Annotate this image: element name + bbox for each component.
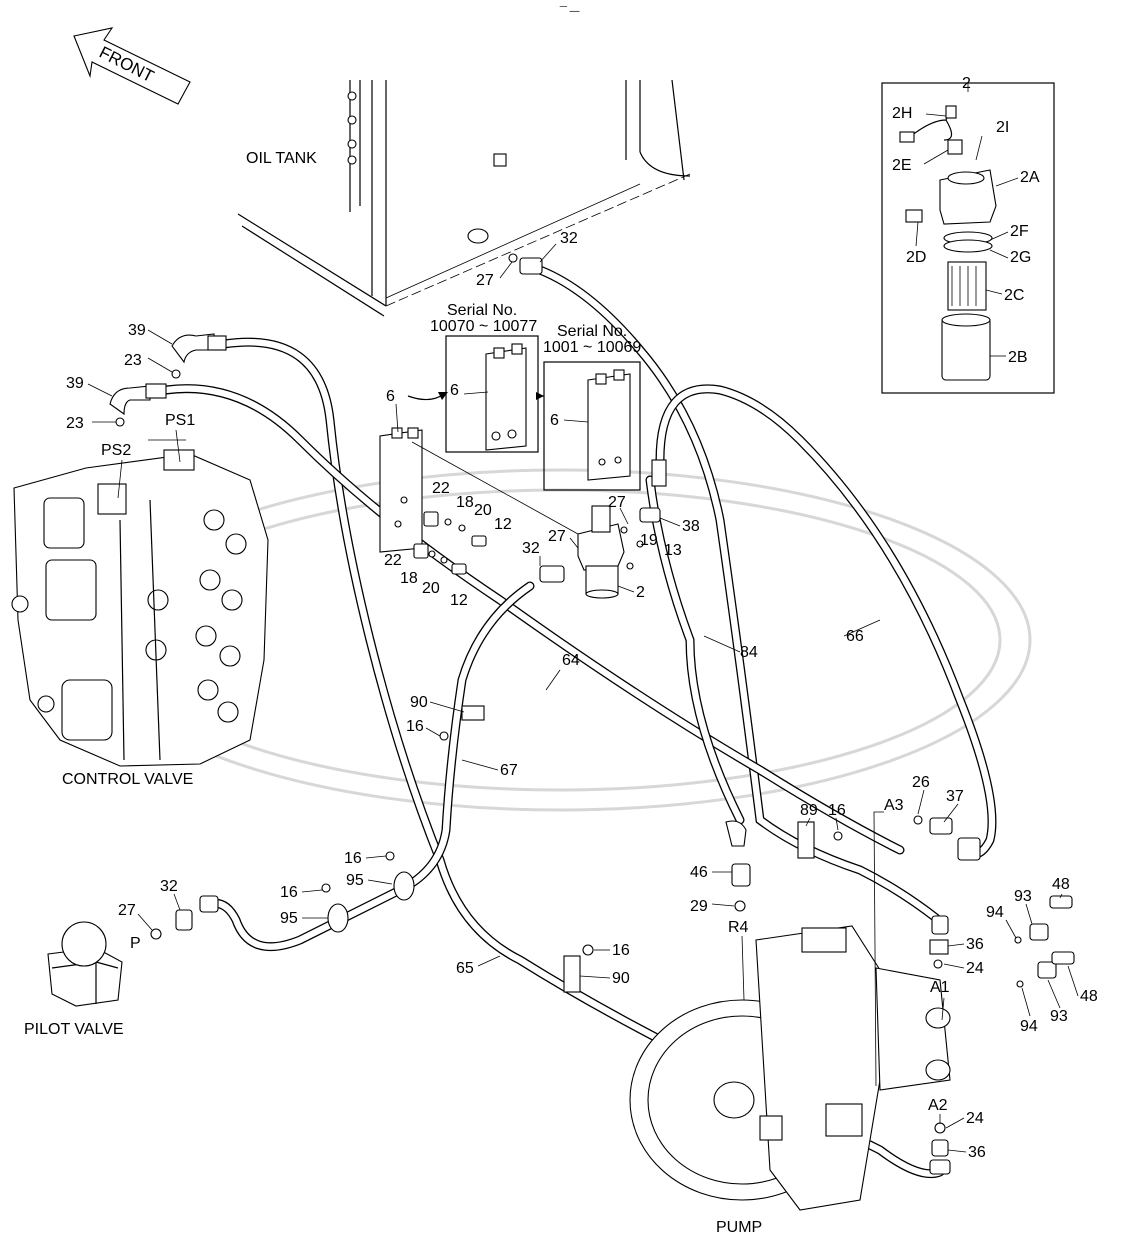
callout-32-f: 32 (522, 540, 540, 557)
control-valve-label: CONTROL VALVE (62, 771, 193, 788)
callout-16-c: 16 (344, 850, 362, 867)
callout-94-b: 94 (1020, 1018, 1038, 1035)
callout-13: 13 (664, 542, 682, 559)
callout-6-b: 6 (450, 382, 459, 399)
serial-a-range: 10070 ~ 10077 (430, 318, 537, 335)
callout-2G: 2G (1010, 249, 1031, 266)
callout-6-c: 6 (550, 412, 559, 429)
callout-2A: 2A (1020, 169, 1040, 186)
callout-19: 19 (640, 532, 658, 549)
serial-b-range: 1001 ~ 10069 (543, 339, 641, 356)
callout-2D: 2D (906, 249, 926, 266)
callout-12-b: 12 (450, 592, 468, 609)
port-a1: A1 (930, 979, 950, 996)
callout-27-f1: 27 (608, 494, 626, 511)
callout-2H: 2H (892, 105, 912, 122)
callout-37: 37 (946, 788, 964, 805)
port-a2: A2 (928, 1097, 948, 1114)
callout-2C: 2C (1004, 287, 1024, 304)
callout-2F: 2F (1010, 223, 1029, 240)
callout-2I: 2I (996, 119, 1009, 136)
clamps (321, 705, 843, 993)
callout-93-a: 93 (1014, 888, 1032, 905)
callout-24-b: 24 (966, 1110, 984, 1127)
callout-2-top: 2 (962, 75, 971, 92)
callout-36-b: 36 (968, 1144, 986, 1161)
pump-label: PUMP (716, 1219, 762, 1236)
filter-assembly (577, 505, 625, 599)
callout-24-a: 24 (966, 960, 984, 977)
fittings (109, 253, 1075, 1175)
callout-22-b: 22 (384, 552, 402, 569)
callout-48-a: 48 (1052, 876, 1070, 893)
callout-48-b: 48 (1080, 988, 1098, 1005)
callout-29: 29 (690, 898, 708, 915)
callout-46: 46 (690, 864, 708, 881)
callout-16-b: 16 (828, 802, 846, 819)
header-mark: ‾‾ — (559, 5, 579, 17)
callout-16-d: 16 (280, 884, 298, 901)
callout-94-a: 94 (986, 904, 1004, 921)
callout-16-e: 16 (612, 942, 630, 959)
callout-36-a: 36 (966, 936, 984, 953)
serial-b-title: Serial No. (557, 323, 627, 340)
callout-12-a: 12 (494, 516, 512, 533)
callout-95-a: 95 (346, 872, 364, 889)
callout-27-f2: 27 (548, 528, 566, 545)
callout-32-p: 32 (160, 878, 178, 895)
callout-16-a: 16 (406, 718, 424, 735)
callout-65: 65 (456, 960, 474, 977)
callout-90-a: 90 (410, 694, 428, 711)
callout-67: 67 (500, 762, 518, 779)
pilot-valve-label: PILOT VALVE (24, 1021, 124, 1038)
port-p: P (130, 935, 141, 952)
port-ps2: PS2 (101, 442, 131, 459)
callout-22-a: 22 (432, 480, 450, 497)
port-r4: R4 (728, 919, 749, 936)
callout-38: 38 (682, 518, 700, 535)
oil-tank: OIL TANK (237, 79, 691, 317)
front-arrow-icon: FRONT (73, 27, 191, 105)
port-a3: A3 (884, 797, 904, 814)
callout-6-a: 6 (386, 388, 395, 405)
pump: PUMP (629, 925, 951, 1236)
callout-64: 64 (562, 652, 580, 669)
serial-a-title: Serial No. (447, 302, 517, 319)
control-valve: CONTROL VALVE (11, 449, 269, 788)
port-ps1: PS1 (165, 412, 195, 429)
callout-2E: 2E (892, 157, 912, 174)
callouts: 32 27 39 23 39 23 6 6 6 22 18 20 12 22 1… (66, 230, 1098, 1161)
serial-notes: Serial No. 10070 ~ 10077 Serial No. 1001… (430, 302, 641, 356)
callout-66: 66 (846, 628, 864, 645)
filter-detail-callouts: 2 2H 2I 2E 2A 2F 2D 2G 2C 2B (892, 75, 1040, 366)
callout-23-a: 23 (124, 352, 142, 369)
callout-2-f: 2 (636, 584, 645, 601)
callout-20-b: 20 (422, 580, 440, 597)
pilot-valve: PILOT VALVE (24, 921, 124, 1038)
callout-84: 84 (740, 644, 758, 661)
oil-tank-label: OIL TANK (246, 150, 317, 167)
callout-27-p: 27 (118, 902, 136, 919)
callout-39-a: 39 (128, 322, 146, 339)
callout-93-b: 93 (1050, 1008, 1068, 1025)
callout-27-tank: 27 (476, 272, 494, 289)
callout-18-a: 18 (456, 494, 474, 511)
port-labels: PS1 PS2 P R4 A1 A2 A3 (101, 412, 950, 1124)
callout-32-tank: 32 (560, 230, 578, 247)
callout-18-b: 18 (400, 570, 418, 587)
callout-39-b: 39 (66, 375, 84, 392)
leader-lines (87, 243, 1079, 1153)
bolts (413, 511, 644, 575)
callout-26: 26 (912, 774, 930, 791)
callout-89: 89 (800, 802, 818, 819)
filter-detail-box (881, 82, 1055, 394)
callout-23-b: 23 (66, 415, 84, 432)
callout-95-b: 95 (280, 910, 298, 927)
callout-90-b: 90 (612, 970, 630, 987)
callout-2B: 2B (1008, 349, 1028, 366)
brackets (379, 335, 641, 553)
callout-20-a: 20 (474, 502, 492, 519)
